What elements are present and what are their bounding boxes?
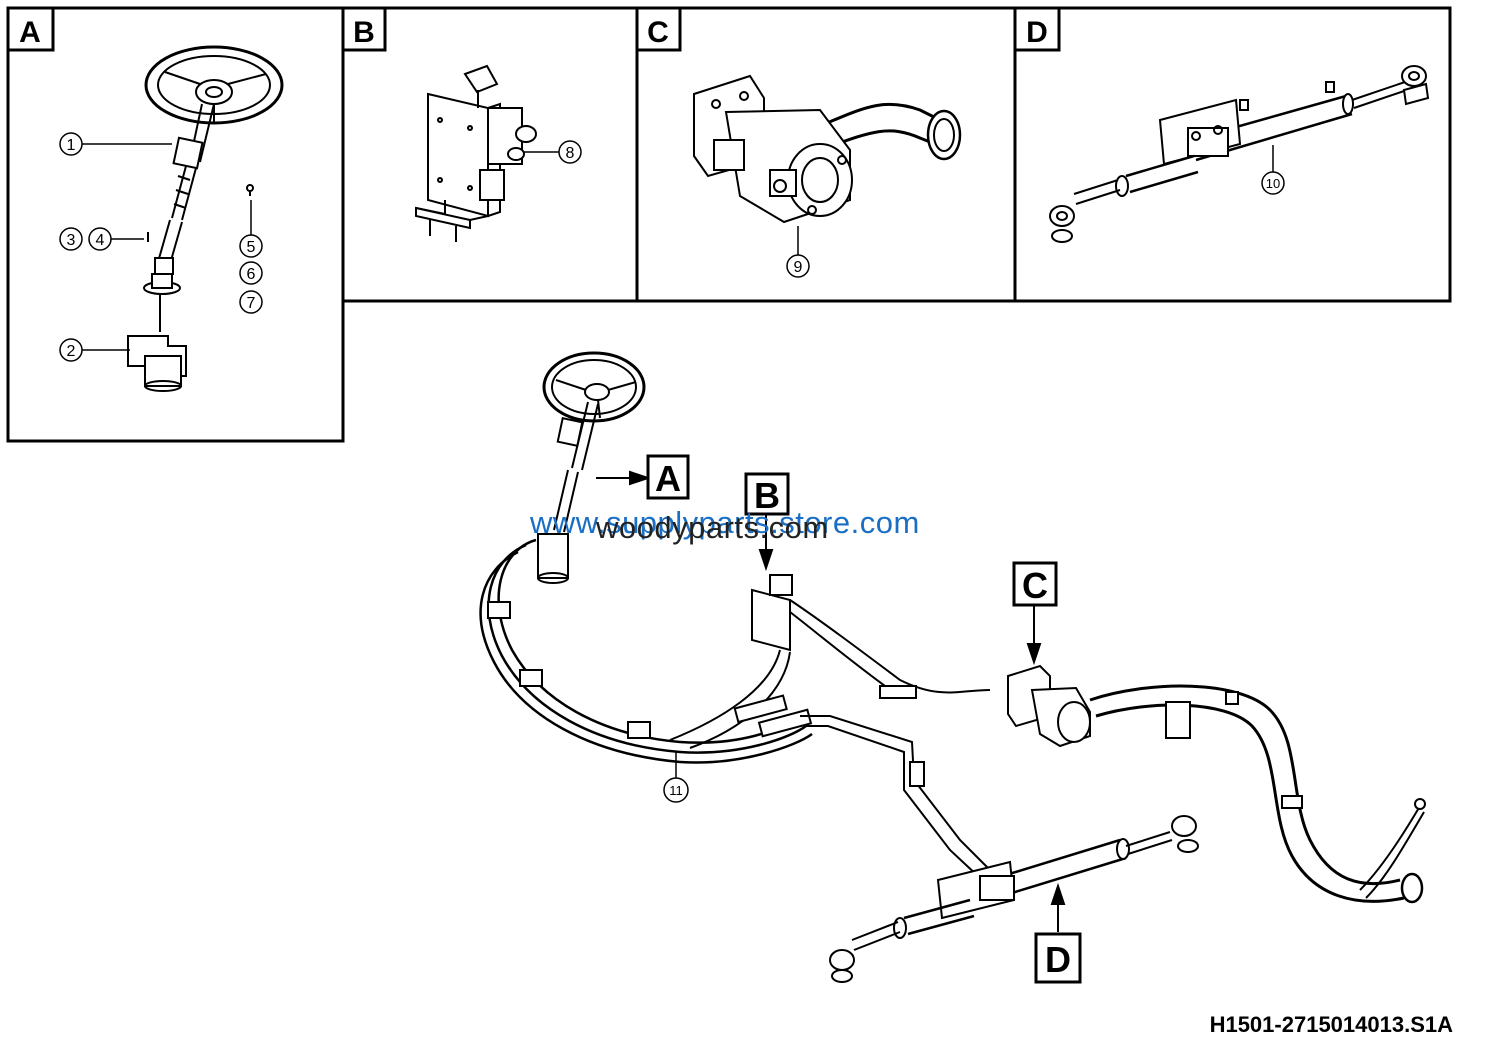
svg-text:6: 6 xyxy=(247,266,256,283)
panel-c: C xyxy=(635,6,1017,303)
callout-8: 8 xyxy=(524,140,582,164)
svg-text:1: 1 xyxy=(67,137,76,154)
svg-text:11: 11 xyxy=(669,783,683,798)
cylinder-drawing xyxy=(1049,65,1430,243)
svg-text:7: 7 xyxy=(247,295,256,312)
panel-a-label: A xyxy=(19,16,41,49)
svg-text:2: 2 xyxy=(67,343,76,360)
assembly-leaders xyxy=(596,470,1066,932)
assembly-label-d: D xyxy=(1034,932,1082,984)
panel-b-label: B xyxy=(353,16,375,49)
svg-text:A: A xyxy=(655,458,681,499)
steering-column-drawing xyxy=(127,45,284,392)
callout-3: 3 xyxy=(59,227,83,251)
panel-d-label: D xyxy=(1026,16,1048,49)
watermark-supplier: www.supplyparts.store.com xyxy=(530,505,920,540)
assembly-label-a: A xyxy=(646,454,690,500)
document-id: H1501-2715014013.S1A xyxy=(1209,1012,1453,1037)
svg-text:4: 4 xyxy=(96,232,105,249)
svg-text:B: B xyxy=(754,475,780,516)
svg-text:8: 8 xyxy=(566,145,575,162)
svg-text:9: 9 xyxy=(794,259,803,276)
callout-6: 6 xyxy=(239,261,263,285)
svg-text:5: 5 xyxy=(247,239,256,256)
assembly-label-b: B xyxy=(744,472,790,516)
panel-d: D xyxy=(1013,6,1452,303)
svg-text:C: C xyxy=(1022,565,1048,606)
panel-b: B xyxy=(341,6,639,303)
main-assembly-drawing xyxy=(479,351,1426,983)
callout-5: 5 xyxy=(239,200,263,258)
callout-2: 2 xyxy=(59,338,130,362)
callout-1: 1 xyxy=(59,132,172,156)
callout-9: 9 xyxy=(786,226,810,278)
svg-text:10: 10 xyxy=(1266,176,1280,191)
pump-drawing xyxy=(693,74,962,224)
callout-4: 4 xyxy=(88,227,144,251)
watermark-woody: woodyparts.com xyxy=(596,510,829,545)
callout-7: 7 xyxy=(239,290,263,314)
assembly-label-c: C xyxy=(1012,561,1058,607)
panel-c-label: C xyxy=(647,16,669,49)
valve-bracket-drawing xyxy=(415,64,537,242)
callout-11: 11 xyxy=(663,752,689,803)
callout-10: 10 xyxy=(1261,145,1285,195)
svg-text:3: 3 xyxy=(67,232,76,249)
svg-text:D: D xyxy=(1045,939,1071,980)
